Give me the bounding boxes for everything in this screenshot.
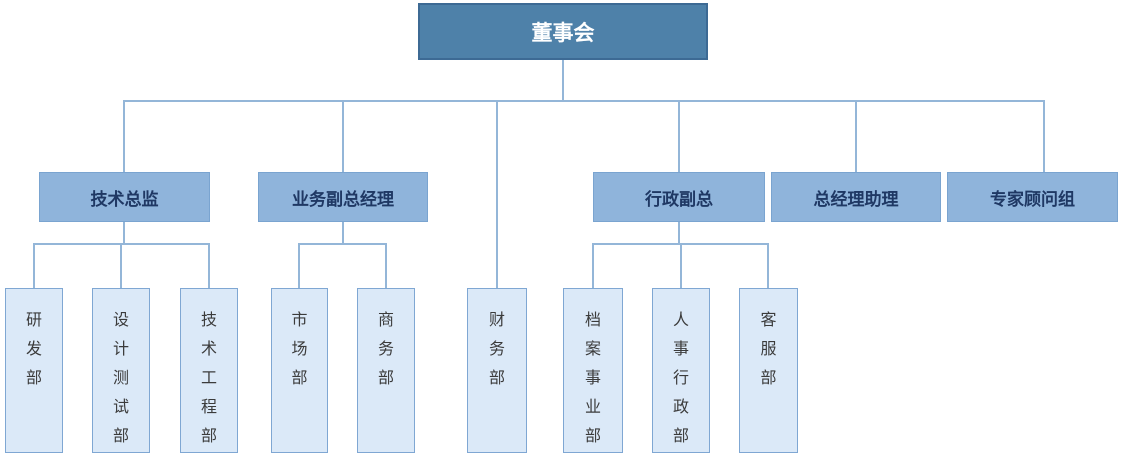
node-label: 设计测试部 <box>112 310 129 445</box>
node-label: 专家顾问组 <box>990 189 1075 210</box>
connector-drop-business-vgm <box>342 100 344 172</box>
node-design-test-dept[interactable]: 设计测试部 <box>92 288 150 453</box>
node-label: 商务部 <box>377 310 394 387</box>
connector-drop-rnd-dept <box>33 243 35 288</box>
node-label: 客服部 <box>760 310 777 387</box>
node-label: 业务副总经理 <box>292 189 394 210</box>
node-rnd-dept[interactable]: 研发部 <box>5 288 63 453</box>
connector-drop-gm-assistant <box>855 100 857 172</box>
connector-drop-admin-vp <box>678 100 680 172</box>
node-tech-engineering-dept[interactable]: 技术工程部 <box>180 288 238 453</box>
node-label: 技术总监 <box>90 189 159 210</box>
node-tech-director[interactable]: 技术总监 <box>39 172 210 222</box>
connector-root-stem <box>562 59 564 102</box>
node-label: 总经理助理 <box>813 189 899 210</box>
node-label: 市场部 <box>291 310 308 387</box>
node-label: 技术工程部 <box>200 310 217 445</box>
connector-tech-stem <box>123 222 125 244</box>
connector-drop-tech-eng-dept <box>208 243 210 288</box>
connector-drop-commerce-dept <box>385 243 387 288</box>
connector-drop-marketing-dept <box>298 243 300 288</box>
node-label: 人事行政部 <box>672 310 689 445</box>
connector-biz-children-bar <box>298 243 387 245</box>
node-label: 研发部 <box>25 310 42 387</box>
node-label: 行政副总 <box>645 189 713 210</box>
node-admin-vp[interactable]: 行政副总 <box>593 172 765 222</box>
connector-drop-finance-dept <box>496 100 498 288</box>
node-archives-division[interactable]: 档案事业部 <box>563 288 623 453</box>
connector-drop-design-test-dept <box>120 243 122 288</box>
node-label: 档案事业部 <box>584 310 601 445</box>
connector-drop-tech-director <box>123 100 125 172</box>
connector-drop-service-dept <box>767 243 769 288</box>
connector-level1-trunk <box>123 100 1045 102</box>
node-board-of-directors[interactable]: 董事会 <box>418 3 708 60</box>
node-customer-service-dept[interactable]: 客服部 <box>739 288 798 453</box>
node-business-vice-gm[interactable]: 业务副总经理 <box>258 172 428 222</box>
node-label: 财务部 <box>488 310 505 387</box>
connector-drop-hr-admin-dept <box>680 243 682 288</box>
node-label: 董事会 <box>531 20 595 45</box>
connector-drop-expert-advisors <box>1043 100 1045 172</box>
connector-admin-stem <box>678 222 680 244</box>
node-expert-advisors[interactable]: 专家顾问组 <box>947 172 1118 222</box>
connector-biz-stem <box>342 222 344 244</box>
node-marketing-dept[interactable]: 市场部 <box>271 288 328 453</box>
node-commerce-dept[interactable]: 商务部 <box>357 288 415 453</box>
node-gm-assistant[interactable]: 总经理助理 <box>771 172 941 222</box>
node-finance-dept[interactable]: 财务部 <box>467 288 527 453</box>
node-hr-admin-dept[interactable]: 人事行政部 <box>652 288 710 453</box>
connector-drop-archives-dept <box>592 243 594 288</box>
